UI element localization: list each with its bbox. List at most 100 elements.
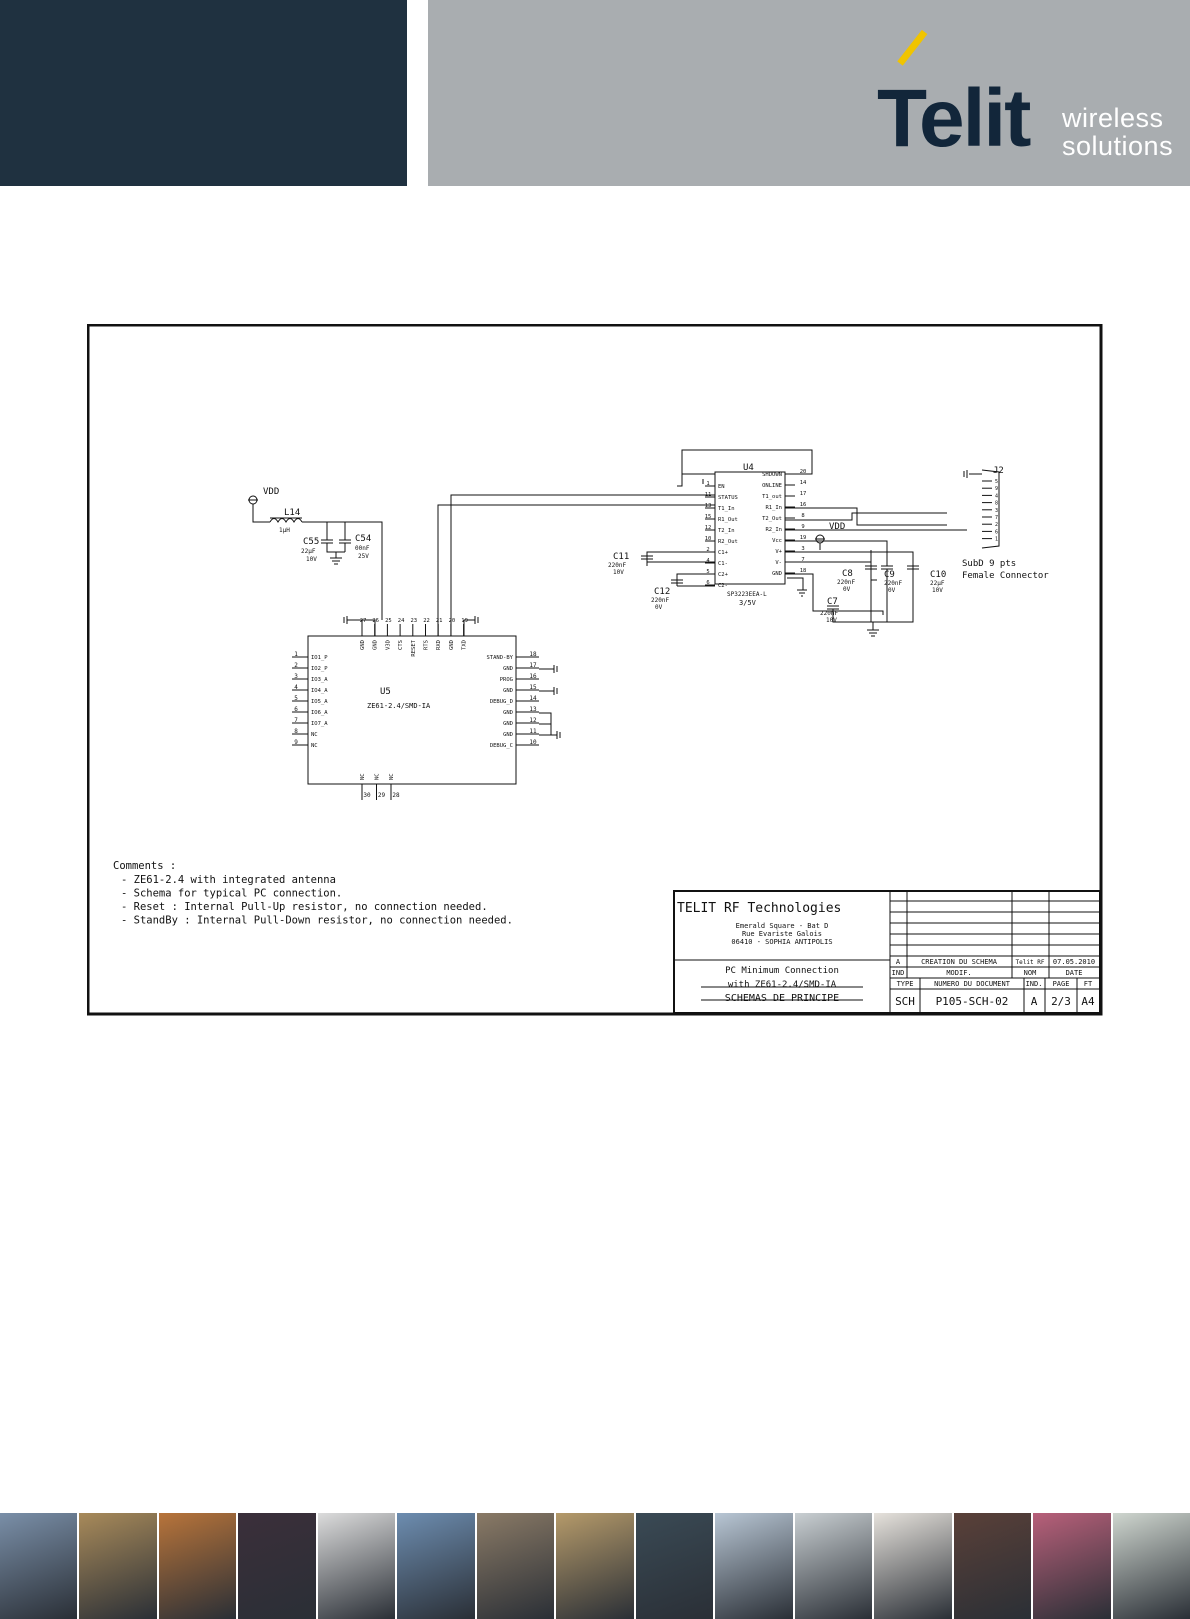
comment-line: - Reset : Internal Pull-Up resistor, no … [121,901,488,913]
u5-pin-name: NC [311,732,318,738]
u5-pin-num: 13 [529,706,537,713]
u4-pin-num: 20 [800,469,807,475]
u4-pin-name: SHDOWN [762,472,782,478]
u4-pin-num: 2 [706,547,709,553]
j2-ref: J2 [993,466,1004,476]
j2-pin-num: 7 [995,515,998,521]
j2-pin-num: 8 [995,501,998,507]
desc-line1: PC Minimum Connection [725,966,839,976]
hdr-modif: MODIF. [946,969,971,977]
comments-title: Comments : [113,860,176,872]
u5-pin-num: 20 [449,618,456,624]
u5-pin-name: IO3_A [311,677,328,683]
c11-voltage: 10V [613,569,624,576]
u5-right-pins: 18STAND-BY17GND16PROG15GND14DEBUG_D13GND… [487,651,539,749]
c12-voltage: 0V [655,604,663,611]
rev-modif: CREATION DU SCHEMA [921,958,998,966]
u5-pin-num: 26 [372,618,379,624]
footer-photo-tile [158,1513,237,1619]
u5-pin-num: 24 [398,618,405,624]
u5-pin-num: 6 [294,706,298,713]
u4-pin-name: R1_In [765,505,782,511]
sheet-border [87,324,1103,1016]
vdd-symbol-u4 [815,534,825,550]
footer-photo-strip [0,1513,1190,1619]
c54-voltage: 25V [358,553,369,560]
u5-pin-num: 5 [294,695,298,702]
u4-pin-name: R2_In [765,527,782,533]
u5-pin-name: IO7_A [311,721,328,727]
u4-pin-num: 8 [801,513,804,519]
u5-pin-num: 22 [423,618,430,624]
u4-pin-num: 12 [705,525,712,531]
c7-ref: C7 [827,597,838,607]
tagline-line1: wireless [1062,103,1164,133]
hdr-type: TYPE [897,980,914,988]
u5-pin-name: NC [389,773,395,780]
u5-pin-name: NC [360,773,366,780]
c8-voltage: 0V [843,586,851,593]
rev-date: 07.05.2010 [1053,958,1095,966]
u5-pin-name: IO2_P [311,666,328,672]
footer-photo-tile [794,1513,873,1619]
j2-pin-num: 1 [995,537,998,543]
u4-pin-name: T1_out [762,494,782,500]
u5-right-grounds [539,665,561,739]
val-page: 2/3 [1051,995,1071,1008]
u4-pin-name: Vcc [772,538,782,544]
hdr-date: DATE [1066,969,1083,977]
footer-photo-tile [1033,1513,1111,1619]
j2-pin-num: 5 [995,479,998,485]
j2-pin-num: 6 [995,529,998,535]
u4-pin-num: 6 [706,580,709,586]
u4-pin-num: 3 [801,546,804,552]
u4-pin-name: T1_In [718,506,735,512]
u5-pin-num: 2 [294,662,298,669]
j2-desc1: SubD 9 pts [962,559,1016,569]
u5-pin-num: 1 [294,651,298,658]
val-type: SCH [895,995,915,1008]
hdr-numero: NUMERO DU DOCUMENT [934,980,1011,988]
u4-pin-name: R2_Out [718,539,738,545]
logo-tagline: wireless solutions [1062,104,1173,160]
u4-pin-num: 5 [706,569,709,575]
u5-pin-num: 12 [529,717,537,724]
u4-pin-num: 9 [801,524,804,530]
u4-pin-num: 4 [706,558,710,564]
u4-pin-name: ONLINE [762,483,782,489]
u5-pin-name: GND [503,710,513,716]
u5-pin-num: 27 [360,618,367,624]
u4-pin-name: GND [772,571,782,577]
u5-pin-num: 17 [529,662,537,669]
u5-pin-num: 30 [363,792,371,799]
u5-pin-name: GND [503,732,513,738]
u5-pin-num: 9 [294,739,298,746]
u5-pin-num: 16 [529,673,537,680]
u5-pin-num: 18 [529,651,537,658]
c8-value: 220nF [837,579,855,586]
footer-photo-tile [0,1513,78,1619]
u4-pin-num: 17 [800,491,807,497]
title-block [673,890,1101,1014]
u5-pin-num: 19 [461,618,468,624]
c9-voltage: 0V [888,587,896,594]
u5-pin-name: RESET [411,639,417,656]
c55-value: 22µF [301,548,316,555]
u5-pin-num: 8 [294,728,298,735]
u5-pin-num: 21 [436,618,443,624]
val-ind: A [1031,995,1038,1008]
val-numero: P105-SCH-02 [936,995,1009,1008]
comment-line: - ZE61-2.4 with integrated antenna [121,874,336,886]
u4-ref: U4 [743,463,754,473]
u4-pin-num: 19 [800,535,807,541]
comment-line: - StandBy : Internal Pull-Down resistor,… [121,915,513,927]
address-line3: 06410 - SOPHIA ANTIPOLIS [731,938,832,946]
rev-ind: A [896,958,901,966]
u4-pin-name: C1- [718,561,728,567]
u4-pin-name: C2+ [718,572,729,578]
j2-pin-num: 4 [995,493,998,499]
tagline-line2: solutions [1062,131,1174,161]
c55-ref: C55 [303,537,319,547]
u5-top-pins: 27GND26GND25V3D24CTS23RESET22RTS21RXD20G… [360,618,468,657]
